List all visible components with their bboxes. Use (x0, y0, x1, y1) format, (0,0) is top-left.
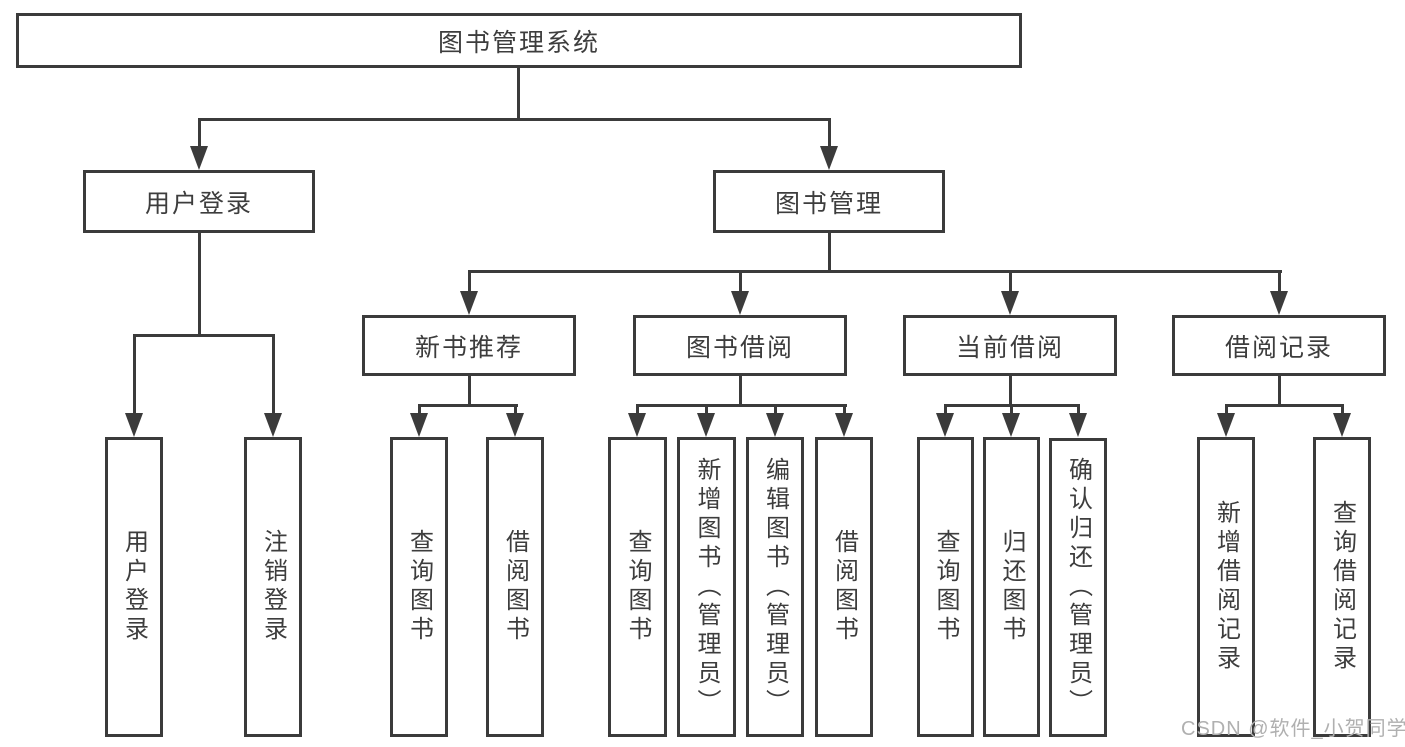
arrowhead-nb-borrow (506, 413, 524, 437)
node-leaf-borrow-books-nb: 借阅图书 (486, 437, 544, 737)
connector-bookmgmt-drop (828, 118, 831, 150)
connector-bb-add-drop (705, 404, 708, 416)
connector-bookmgmt-bar (468, 270, 1282, 273)
connector-borrowrecords-stem (1278, 376, 1281, 407)
node-user-login: 用户登录 (83, 170, 315, 233)
arrowhead-cb-return (1002, 413, 1020, 437)
node-book-borrowing: 图书借阅 (633, 315, 847, 376)
connector-currentborrow-stem (1009, 376, 1012, 407)
connector-bookborrow-drop (739, 270, 742, 294)
node-leaf-query-books-bb: 查询图书 (608, 437, 667, 737)
node-leaf-logout: 注销登录 (244, 437, 302, 737)
connector-nb-borrow-drop (514, 404, 517, 416)
arrowhead-newbook (460, 291, 478, 315)
connector-bb-edit-drop (774, 404, 777, 416)
node-leaf-query-books-cb: 查询图书 (917, 437, 974, 737)
arrowhead-nb-query (410, 413, 428, 437)
arrowhead-userlogin (190, 146, 208, 170)
node-leaf-confirm-return: 确认归还（管理员） (1049, 438, 1107, 737)
connector-root-stem (517, 68, 520, 119)
connector-currentborrow-drop (1009, 270, 1012, 294)
arrowhead-leaf-logout (264, 413, 282, 437)
arrowhead-br-query (1333, 413, 1351, 437)
connector-cb-query-drop (944, 404, 947, 416)
arrowhead-bookborrow (731, 291, 749, 315)
connector-br-add-drop (1225, 404, 1228, 416)
connector-bookmgmt-stem (828, 233, 831, 273)
connector-bookborrow-stem (739, 376, 742, 407)
connector-leaf-login-drop (133, 334, 136, 416)
connector-borrowrecords-bar (1225, 404, 1343, 407)
node-leaf-add-borrow-record: 新增借阅记录 (1197, 437, 1255, 737)
arrowhead-cb-query (936, 413, 954, 437)
connector-cb-return-drop (1010, 404, 1013, 416)
arrowhead-bookmgmt (820, 146, 838, 170)
node-leaf-return-books: 归还图书 (983, 437, 1040, 737)
node-leaf-borrow-books-bb: 借阅图书 (815, 437, 873, 737)
node-leaf-query-books-nb: 查询图书 (390, 437, 448, 737)
connector-userlogin-drop (198, 118, 201, 150)
node-leaf-add-books-admin: 新增图书（管理员） (677, 437, 736, 737)
connector-bookborrow-bar (636, 404, 847, 407)
node-borrowing-records: 借阅记录 (1172, 315, 1386, 376)
arrowhead-br-add (1217, 413, 1235, 437)
connector-br-query-drop (1341, 404, 1344, 416)
node-current-borrowing: 当前借阅 (903, 315, 1117, 376)
node-book-management: 图书管理 (713, 170, 945, 233)
arrowhead-bb-query (628, 413, 646, 437)
arrowhead-borrowrecords (1270, 291, 1288, 315)
connector-userlogin-bar (133, 334, 275, 337)
csdn-watermark: CSDN @软件_小贺同学 (1181, 718, 1405, 740)
arrowhead-currentborrow (1001, 291, 1019, 315)
arrowhead-leaf-login (125, 413, 143, 437)
connector-newbook-bar (418, 404, 518, 407)
arrowhead-cb-confirm (1069, 413, 1087, 437)
arrowhead-bb-borrow (835, 413, 853, 437)
connector-borrowrecords-drop (1278, 270, 1281, 294)
connector-bb-borrow-drop (843, 404, 846, 416)
node-leaf-user-login: 用户登录 (105, 437, 163, 737)
arrowhead-bb-edit (766, 413, 784, 437)
connector-root-bar (198, 118, 831, 121)
connector-nb-query-drop (418, 404, 421, 416)
node-new-book-recommendation: 新书推荐 (362, 315, 576, 376)
arrowhead-bb-add (697, 413, 715, 437)
connector-leaf-logout-drop (272, 334, 275, 416)
node-leaf-query-borrow-record: 查询借阅记录 (1313, 437, 1371, 737)
node-root: 图书管理系统 (16, 13, 1022, 68)
node-leaf-edit-books-admin: 编辑图书（管理员） (746, 437, 804, 737)
connector-userlogin-stem (198, 233, 201, 337)
connector-newbook-drop (468, 270, 471, 294)
connector-cb-confirm-drop (1077, 404, 1080, 416)
connector-newbook-stem (468, 376, 471, 407)
connector-bb-query-drop (636, 404, 639, 416)
